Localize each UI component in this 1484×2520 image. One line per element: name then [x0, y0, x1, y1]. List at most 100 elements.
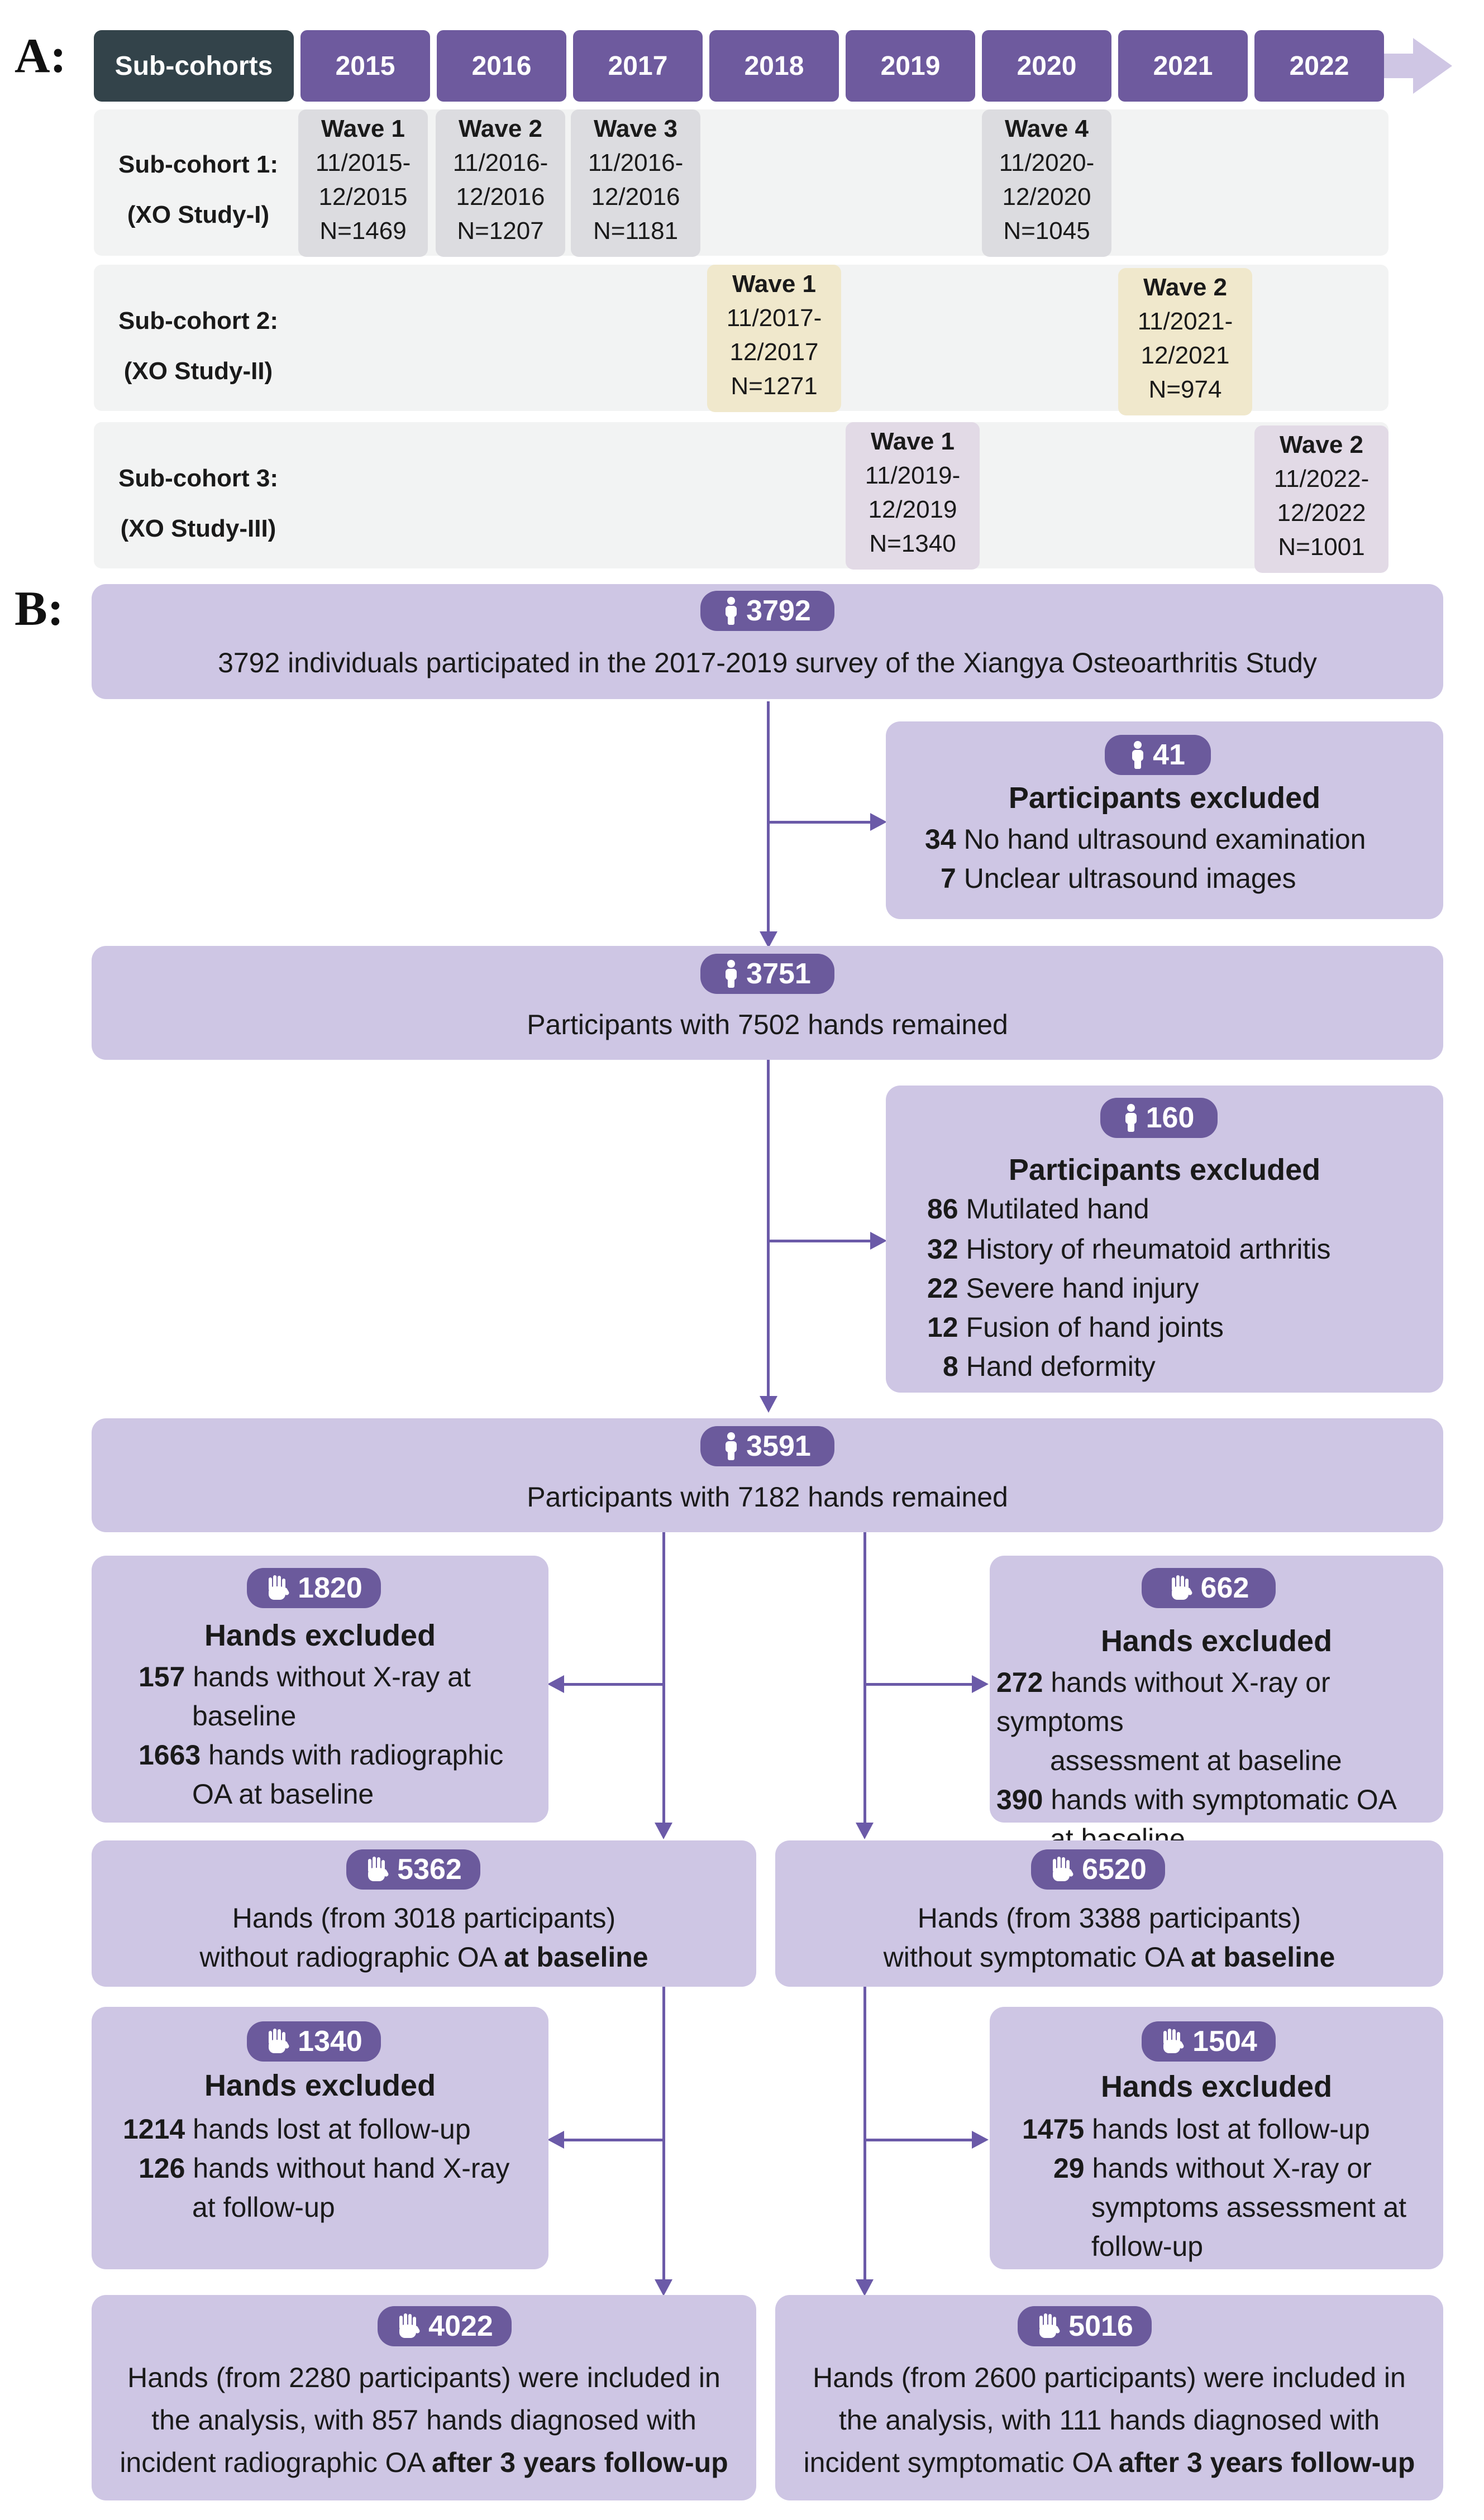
person-icon	[1132, 741, 1144, 769]
wave-from: 11/2020-	[999, 149, 1095, 176]
wave-title: Wave 1	[732, 270, 816, 298]
wave-title: Wave 3	[593, 115, 677, 142]
arrowhead-left-final	[655, 2279, 672, 2296]
panel-b-label: B:	[15, 582, 64, 636]
wave-n: N=1340	[869, 530, 956, 557]
wave-to: 12/2017	[729, 338, 819, 366]
connector-right-branch-2	[863, 2139, 975, 2141]
wave-title: Wave 1	[321, 115, 405, 142]
wave-to: 12/2015	[318, 183, 408, 211]
wave-title: Wave 4	[1004, 115, 1089, 142]
subcohort-2-wave-1: Wave 1 11/2017- 12/2017 N=1271	[707, 265, 841, 412]
hand-icon	[399, 2313, 420, 2338]
left-excl1-item-1: 157 hands without X-ray at baseline 1663…	[139, 1661, 504, 1810]
badge-count: 3751	[746, 958, 811, 990]
arrowhead-remain2	[760, 1396, 777, 1413]
connector-left-branch-2	[564, 2139, 665, 2141]
arrowhead-remain1	[760, 931, 777, 948]
wave-from: 11/2022-	[1273, 465, 1370, 492]
subcohort-1-study: (XO Study-I)	[127, 201, 270, 228]
hand-icon	[1053, 1857, 1073, 1881]
right-exclusion-box-2: 1504 Hands excluded 1475 hands lost at f…	[990, 2007, 1443, 2269]
arrowhead-right-excl1	[972, 1675, 989, 1693]
excl2-item-5: 8 Hand deformity	[943, 1351, 1156, 1382]
year-2021: 2021	[1118, 30, 1248, 102]
excl1-title: Participants excluded	[1008, 781, 1321, 815]
wave-to: 12/2019	[868, 496, 957, 523]
badge-count: 1504	[1192, 2025, 1257, 2058]
wave-from: 11/2015-	[315, 149, 411, 176]
arrowhead-right-final	[856, 2279, 874, 2296]
left-base-line-1: Hands (from 3018 participants)	[232, 1902, 616, 1934]
right-excl1-items: 272 hands without X-ray or symptoms asse…	[996, 1667, 1397, 1854]
subcohort-2-wave-2: Wave 2 11/2021- 12/2021 N=974	[1118, 268, 1252, 415]
excl2-badge: 160	[1100, 1098, 1218, 1138]
subcohort-1-wave-2: Wave 2 11/2016- 12/2016 N=1207	[436, 109, 565, 257]
wave-n: N=1001	[1278, 533, 1365, 561]
remain-box-1: 3751 Participants with 7502 hands remain…	[92, 946, 1443, 1060]
subcohort-1-wave-1: Wave 1 11/2015- 12/2015 N=1469	[298, 109, 428, 257]
excl1-item-1: 34 No hand ultrasound examination	[925, 824, 1366, 855]
connector-right-2	[863, 1986, 866, 2287]
badge-count: 41	[1153, 739, 1185, 771]
left-exclusion-box-2: 1340 Hands excluded 1214 hands lost at f…	[92, 2007, 548, 2269]
left-excl2-title: Hands excluded	[204, 2069, 436, 2102]
subcohort-3-wave-2: Wave 2 11/2022- 12/2022 N=1001	[1254, 425, 1388, 573]
right-final-text: Hands (from 2600 participants) were incl…	[803, 2362, 1415, 2478]
hand-icon	[368, 1857, 389, 1881]
badge-count: 3591	[746, 1430, 811, 1462]
subcohort-3-label: Sub-cohort 3: (XO Study-III)	[95, 453, 302, 554]
year-2020: 2020	[982, 30, 1111, 102]
wave-to: 12/2016	[591, 183, 680, 211]
right-base-badge: 6520	[1031, 1849, 1165, 1890]
year-2022: 2022	[1254, 30, 1384, 102]
right-final-box: 5016 Hands (from 2600 participants) were…	[775, 2295, 1443, 2500]
connector-left-branch-1	[564, 1683, 665, 1686]
hand-icon	[269, 1575, 289, 1600]
right-excl1-badge: 662	[1142, 1568, 1276, 1608]
wave-from: 11/2016-	[588, 149, 684, 176]
wave-title: Wave 2	[1279, 431, 1363, 458]
wave-title: Wave 1	[870, 428, 955, 455]
right-baseline-box: 6520 Hands (from 3388 participants) with…	[775, 1840, 1443, 1987]
excl2-item-1: 86 Mutilated hand	[927, 1193, 1149, 1225]
year-2016: 2016	[437, 30, 566, 102]
left-final-text: Hands (from 2280 participants) were incl…	[120, 2362, 728, 2478]
arrowhead-right-excl2	[972, 2131, 989, 2149]
arrowhead-excl1	[870, 813, 887, 831]
left-final-badge: 4022	[378, 2306, 512, 2346]
wave-n: N=1469	[319, 217, 407, 245]
arrowhead-left-base	[655, 1823, 672, 1839]
left-base-line-2: without radiographic OA at baseline	[199, 1942, 648, 1973]
remain-box-2: 3591 Participants with 7182 hands remain…	[92, 1418, 1443, 1532]
left-excl1-title: Hands excluded	[204, 1619, 436, 1652]
remain1-text: Participants with 7502 hands remained	[527, 1009, 1008, 1040]
person-icon	[1125, 1104, 1137, 1132]
remain1-badge: 3751	[700, 954, 834, 994]
arrowhead-left-excl1	[547, 1675, 564, 1693]
right-base-line-2: without symptomatic OA at baseline	[883, 1942, 1335, 1973]
right-base-line-1: Hands (from 3388 participants)	[917, 1902, 1301, 1934]
wave-n: N=1045	[1003, 217, 1090, 245]
person-icon	[726, 1432, 737, 1460]
subcohort-1-name: Sub-cohort 1:	[118, 151, 278, 178]
excl2-item-3: 22 Severe hand injury	[927, 1273, 1199, 1304]
wave-from: 11/2017-	[726, 304, 822, 332]
subcohort-3-name: Sub-cohort 3:	[118, 465, 278, 492]
remain2-text: Participants with 7182 hands remained	[527, 1481, 1008, 1513]
right-exclusion-box-1: 662 Hands excluded 272 hands without X-r…	[990, 1556, 1443, 1854]
hand-icon	[269, 2029, 289, 2053]
year-2018: 2018	[709, 30, 839, 102]
connector-right-1	[863, 1530, 866, 1832]
badge-count: 1820	[298, 1572, 362, 1604]
subcohort-1-label: Sub-cohort 1: (XO Study-I)	[95, 140, 302, 240]
right-excl1-title: Hands excluded	[1100, 1624, 1333, 1658]
start-box: 3792 3792 individuals participated in th…	[92, 584, 1443, 699]
badge-count: 662	[1200, 1572, 1249, 1604]
subcohort-3-study: (XO Study-III)	[120, 515, 276, 542]
badge-count: 5362	[397, 1853, 462, 1886]
arrowhead-excl2	[870, 1232, 887, 1250]
excl1-badge: 41	[1105, 735, 1211, 775]
right-final-badge: 5016	[1018, 2306, 1152, 2346]
excl1-item-2: 7 Unclear ultrasound images	[941, 863, 1296, 894]
